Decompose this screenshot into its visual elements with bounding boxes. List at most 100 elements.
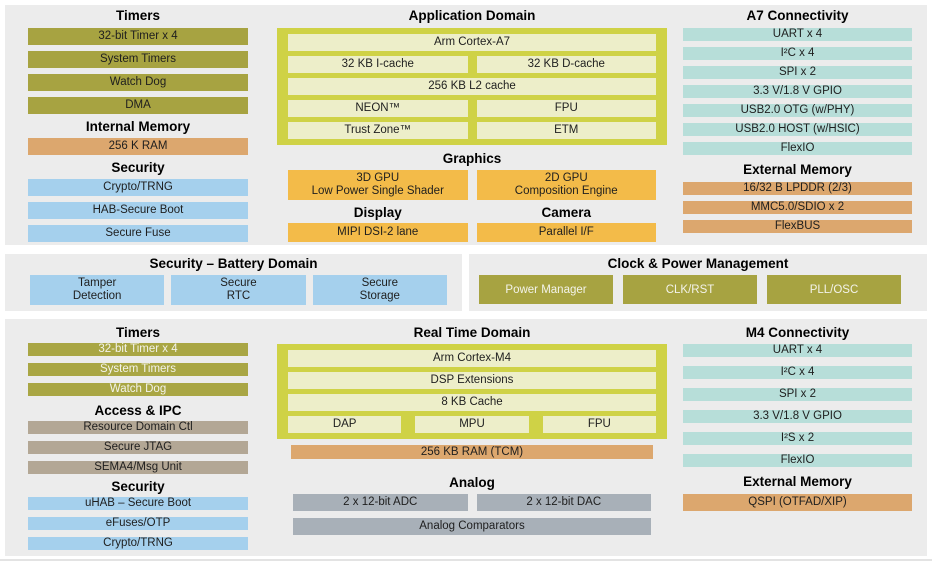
page-bottom-divider <box>0 559 932 561</box>
section-title-security-a7: Security <box>111 160 165 175</box>
section-title-internal-memory: Internal Memory <box>85 119 191 134</box>
block-secure-storage: Secure Storage <box>312 275 447 305</box>
timers-list: 32-bit Timer x 4 System Timers Watch Dog… <box>28 28 248 114</box>
block-crypto-trng: Crypto/TRNG <box>28 179 248 196</box>
section-title-timers-m4: Timers <box>115 325 161 340</box>
block-pll-osc: PLL/OSC <box>767 275 901 304</box>
block-uart-a7: UART x 4 <box>683 28 912 41</box>
block-dsp-extensions: DSP Extensions <box>288 372 656 389</box>
block-32bit-timer: 32-bit Timer x 4 <box>28 28 248 45</box>
block-i2s-m4: I²S x 2 <box>683 432 912 445</box>
block-gpio-m4: 3.3 V/1.8 V GPIO <box>683 410 912 423</box>
panel-application-side: Timers 32-bit Timer x 4 System Timers Wa… <box>5 5 927 245</box>
section-title-camera: Camera <box>541 205 592 220</box>
block-system-timers: System Timers <box>28 51 248 68</box>
block-32bit-timer-m4: 32-bit Timer x 4 <box>28 343 248 356</box>
block-secure-rtc: Secure RTC <box>171 275 306 305</box>
block-cortex-m4: Arm Cortex-M4 <box>288 350 656 367</box>
security-list-m4: uHAB – Secure Boot eFuses/OTP Crypto/TRN… <box>28 497 248 550</box>
block-crypto-trng-m4: Crypto/TRNG <box>28 537 248 550</box>
section-title-battery-domain: Security – Battery Domain <box>149 256 318 271</box>
block-watch-dog: Watch Dog <box>28 74 248 91</box>
section-title-external-memory-m4: External Memory <box>743 474 852 489</box>
panel-clock-power: Clock & Power Management Power Manager C… <box>469 254 927 311</box>
block-adc: 2 x 12-bit ADC <box>293 494 468 511</box>
section-title-graphics: Graphics <box>442 151 502 166</box>
timers-list-m4: 32-bit Timer x 4 System Timers Watch Dog <box>28 343 248 396</box>
display-camera-titles: Display Camera <box>288 205 656 221</box>
block-sema4-msg-unit: SEMA4/Msg Unit <box>28 461 248 474</box>
block-trust-zone: Trust Zone™ <box>288 122 468 139</box>
graphics-row: 3D GPU Low Power Single Shader 2D GPU Co… <box>288 170 656 200</box>
section-title-security-m4: Security <box>111 479 165 494</box>
block-dac: 2 x 12-bit DAC <box>476 494 651 511</box>
block-analog-comparators: Analog Comparators <box>293 518 651 535</box>
block-secure-fuse: Secure Fuse <box>28 225 248 242</box>
column-a7-timers-memory-security: Timers 32-bit Timer x 4 System Timers Wa… <box>28 5 248 242</box>
battery-domain-row: Tamper Detection Secure RTC Secure Stora… <box>5 275 462 305</box>
section-title-external-memory-a7: External Memory <box>743 162 852 177</box>
section-title-analog: Analog <box>449 475 495 490</box>
block-256kb-ram-tcm: 256 KB RAM (TCM) <box>291 445 653 459</box>
column-m4-connectivity: M4 Connectivity UART x 4 I²C x 4 SPI x 2… <box>683 319 912 511</box>
clock-power-row: Power Manager CLK/RST PLL/OSC <box>469 275 927 304</box>
display-camera-row: MIPI DSI-2 lane Parallel I/F <box>288 223 656 242</box>
block-flexio-m4: FlexIO <box>683 454 912 467</box>
block-clk-rst: CLK/RST <box>623 275 757 304</box>
panel-realtime-side: Timers 32-bit Timer x 4 System Timers Wa… <box>5 319 927 556</box>
block-dcache: 32 KB D-cache <box>476 56 656 73</box>
section-title-a7-connectivity: A7 Connectivity <box>746 8 849 23</box>
security-list-a7: Crypto/TRNG HAB-Secure Boot Secure Fuse <box>28 179 248 242</box>
block-dma: DMA <box>28 97 248 114</box>
block-system-timers-m4: System Timers <box>28 363 248 376</box>
block-parallel-if: Parallel I/F <box>476 223 656 242</box>
block-lpddr: 16/32 B LPDDR (2/3) <box>683 182 912 195</box>
panel-battery-domain: Security – Battery Domain Tamper Detecti… <box>5 254 462 311</box>
analog-row: 2 x 12-bit ADC 2 x 12-bit DAC <box>293 494 651 511</box>
block-uhab-secure-boot: uHAB – Secure Boot <box>28 497 248 510</box>
block-mmc-sdio: MMC5.0/SDIO x 2 <box>683 201 912 214</box>
block-qspi: QSPI (OTFAD/XIP) <box>683 494 912 511</box>
a7-ext-memory-list: 16/32 B LPDDR (2/3) MMC5.0/SDIO x 2 Flex… <box>683 182 912 233</box>
section-title-timers: Timers <box>115 8 161 23</box>
block-spi-a7: SPI x 2 <box>683 66 912 79</box>
application-domain-container: Arm Cortex-A7 32 KB I-cache 32 KB D-cach… <box>277 28 667 145</box>
block-usb-host: USB2.0 HOST (w/HSIC) <box>683 123 912 136</box>
block-i2c-a7: I²C x 4 <box>683 47 912 60</box>
a7-connectivity-list: UART x 4 I²C x 4 SPI x 2 3.3 V/1.8 V GPI… <box>683 28 912 155</box>
block-etm: ETM <box>476 122 656 139</box>
block-fpu-m4: FPU <box>542 416 656 433</box>
block-watch-dog-m4: Watch Dog <box>28 383 248 396</box>
access-ipc-list: Resource Domain Ctl Secure JTAG SEMA4/Ms… <box>28 421 248 474</box>
column-m4-timers-access-security: Timers 32-bit Timer x 4 System Timers Wa… <box>28 319 248 550</box>
section-title-access-ipc: Access & IPC <box>94 403 182 418</box>
block-flexio-a7: FlexIO <box>683 142 912 155</box>
block-usb-otg: USB2.0 OTG (w/PHY) <box>683 104 912 117</box>
block-cortex-a7: Arm Cortex-A7 <box>288 34 656 51</box>
block-neon: NEON™ <box>288 100 468 117</box>
column-a7-connectivity: A7 Connectivity UART x 4 I²C x 4 SPI x 2… <box>683 5 912 233</box>
block-mpu: MPU <box>415 416 529 433</box>
block-uart-m4: UART x 4 <box>683 344 912 357</box>
block-gpio-a7: 3.3 V/1.8 V GPIO <box>683 85 912 98</box>
block-hab-secure-boot: HAB-Secure Boot <box>28 202 248 219</box>
block-8kb-cache: 8 KB Cache <box>288 394 656 411</box>
block-dap: DAP <box>288 416 402 433</box>
block-power-manager: Power Manager <box>479 275 613 304</box>
block-efuses-otp: eFuses/OTP <box>28 517 248 530</box>
block-mipi-dsi: MIPI DSI-2 lane <box>288 223 468 242</box>
real-time-domain-container: Arm Cortex-M4 DSP Extensions 8 KB Cache … <box>277 344 667 439</box>
block-spi-m4: SPI x 2 <box>683 388 912 401</box>
block-fpu-a7: FPU <box>476 100 656 117</box>
section-title-display: Display <box>353 205 402 220</box>
block-3d-gpu: 3D GPU Low Power Single Shader <box>288 170 468 200</box>
block-resource-domain-ctl: Resource Domain Ctl <box>28 421 248 434</box>
block-tamper-detection: Tamper Detection <box>30 275 165 305</box>
section-title-application-domain: Application Domain <box>408 8 536 23</box>
block-2d-gpu: 2D GPU Composition Engine <box>476 170 656 200</box>
section-title-real-time-domain: Real Time Domain <box>413 325 531 340</box>
block-i2c-m4: I²C x 4 <box>683 366 912 379</box>
block-secure-jtag: Secure JTAG <box>28 441 248 454</box>
block-l2-cache: 256 KB L2 cache <box>288 78 656 95</box>
